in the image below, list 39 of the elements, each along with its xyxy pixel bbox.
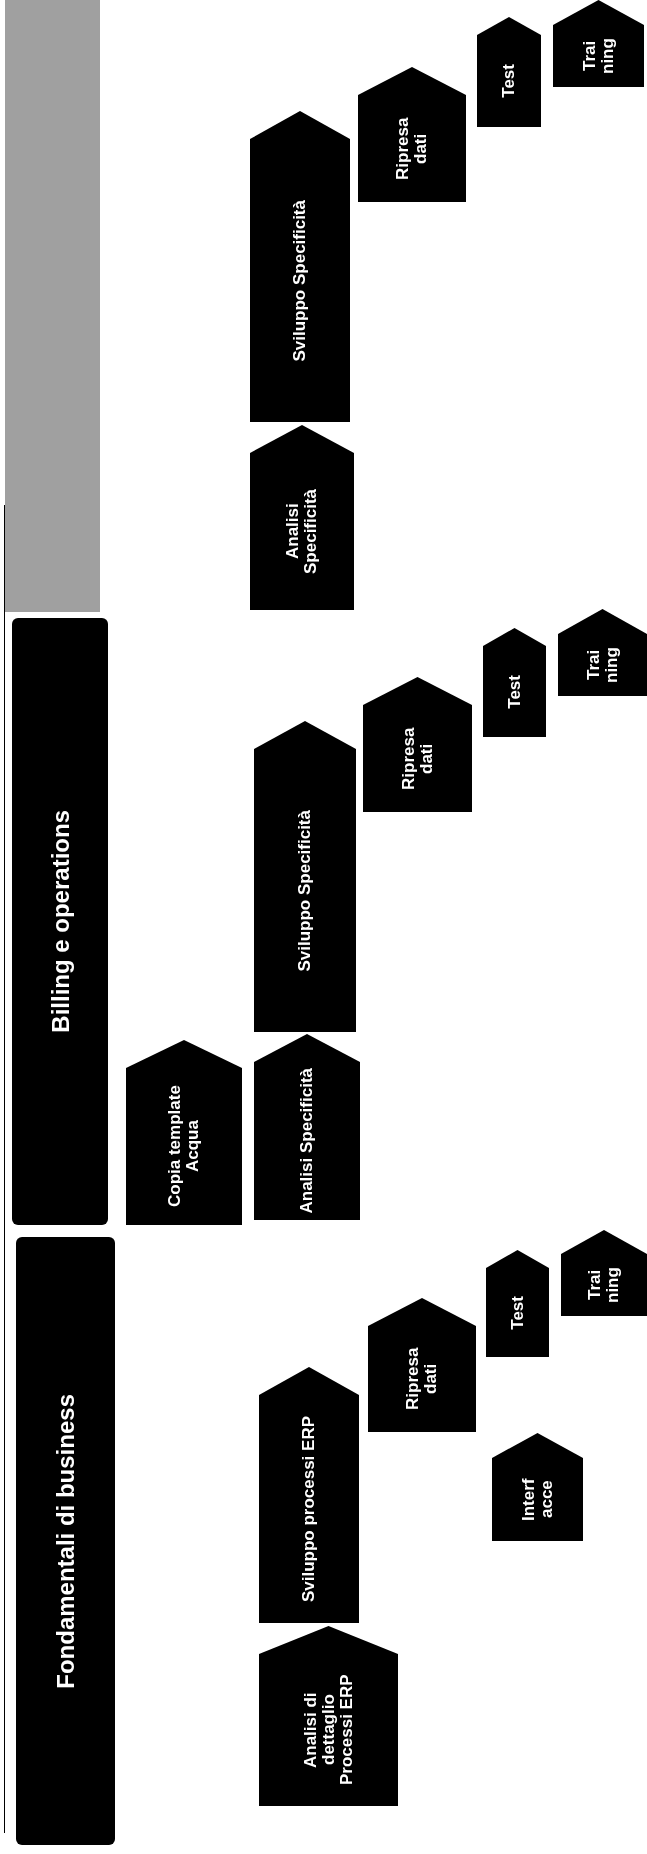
task-label: Copia template Acqua [166, 1084, 202, 1210]
phase-title: Fondamentali di business [53, 1393, 79, 1689]
phase-header [16, 1237, 115, 1845]
task-block [553, 0, 644, 87]
task-block [561, 1230, 647, 1316]
task-label: Test [500, 64, 518, 98]
task-label: Sviluppo Specificità [296, 809, 314, 972]
task-block [363, 677, 472, 812]
task-label: Analisi di dettaglio Processi ERP [301, 1673, 356, 1788]
task-label: Analisi Specificità [284, 488, 320, 577]
task-label: Sviluppo processi ERP [300, 1416, 318, 1603]
task-label: Test [505, 674, 524, 709]
task-block [250, 425, 354, 610]
task-block [368, 1298, 476, 1432]
task-label: Test [508, 1295, 527, 1330]
task-label: Interf acce [519, 1477, 556, 1523]
phase-header-bar [5, 0, 100, 612]
phase-header [12, 618, 108, 1225]
task-block [254, 1034, 360, 1220]
task-block [259, 1367, 359, 1623]
task-block [358, 67, 466, 202]
task-label: Ripresa dati [399, 726, 436, 792]
task-block [477, 17, 541, 127]
task-block [558, 609, 647, 696]
task-block [126, 1040, 242, 1225]
task-label: Ripresa dati [394, 116, 430, 182]
task-label: Analisi Specificità [298, 1068, 316, 1214]
task-label: Trai ning [580, 37, 617, 76]
task-block [259, 1626, 398, 1806]
task-block [486, 1250, 549, 1357]
task-label: Ripresa dati [404, 1346, 440, 1413]
task-block [254, 721, 356, 1032]
phase-title: Billing e operations [47, 810, 73, 1033]
task-block [483, 628, 546, 737]
task-block [492, 1433, 583, 1541]
task-label: Trai ning [584, 646, 621, 685]
task-block [250, 111, 350, 422]
task-label: Trai ning [586, 1266, 622, 1305]
task-label: Sviluppo Specificità [291, 199, 309, 362]
